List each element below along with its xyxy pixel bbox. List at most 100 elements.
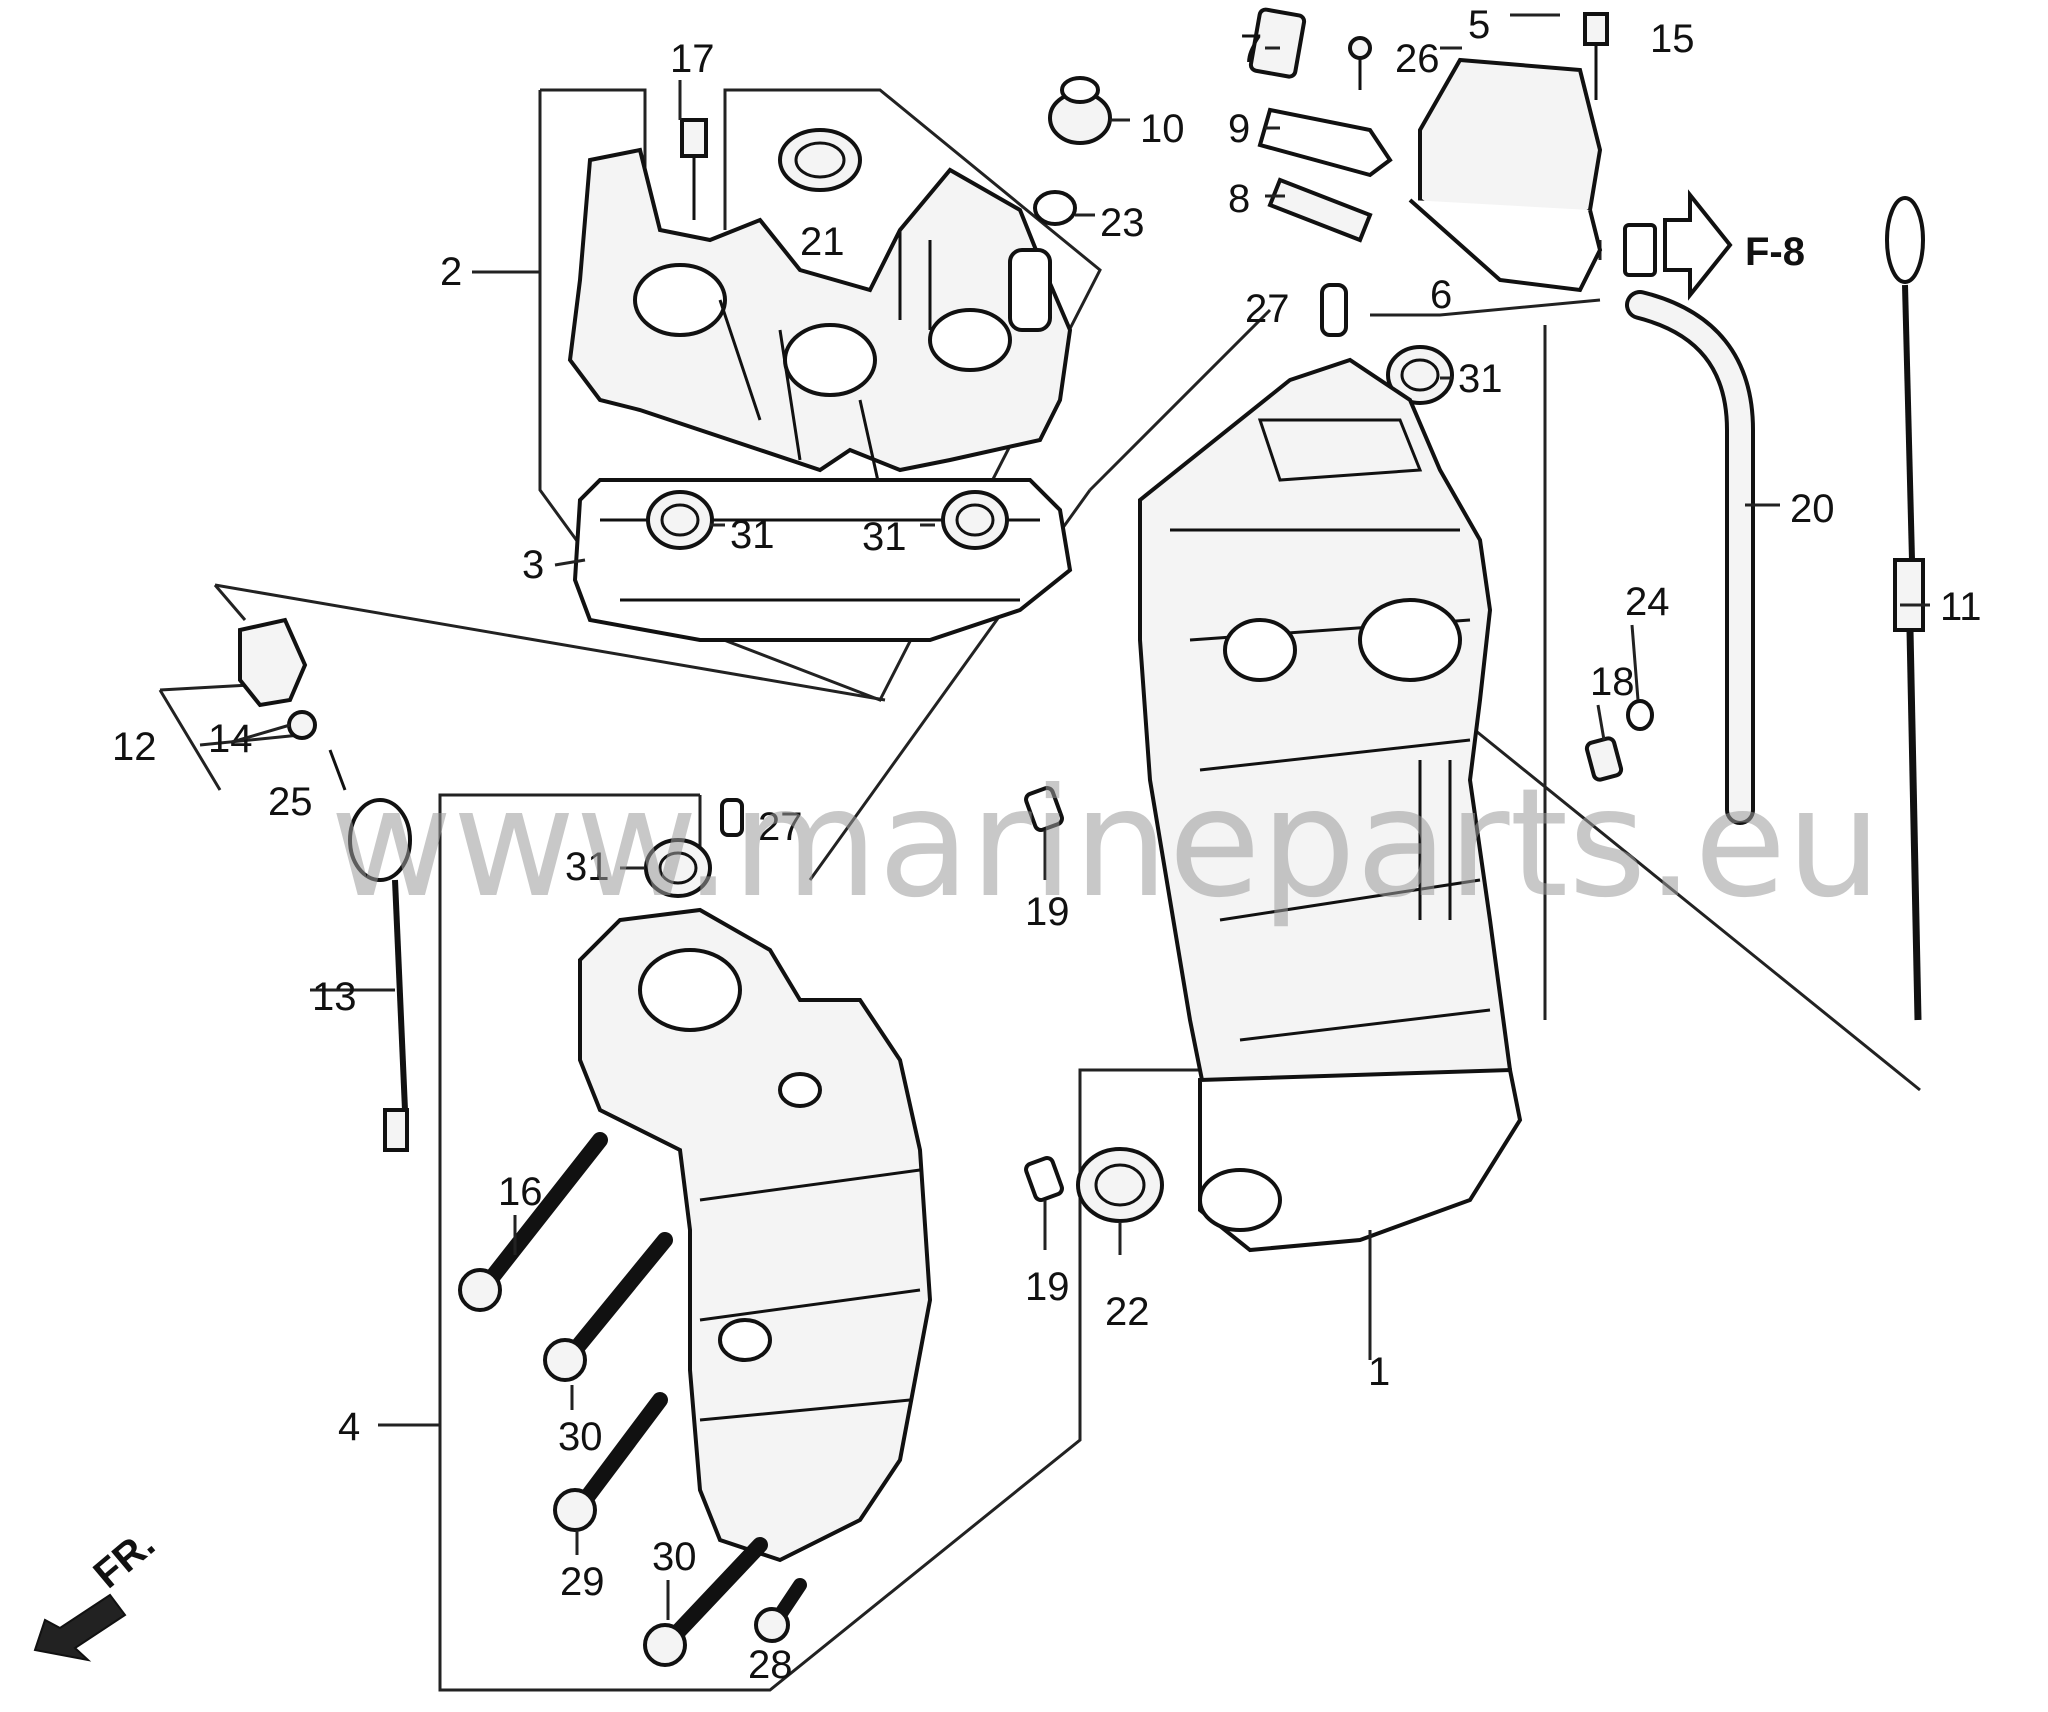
bolt-28-head <box>754 1607 790 1643</box>
bracket-line-12d <box>158 689 222 791</box>
dowel-18 <box>1584 736 1624 782</box>
dowel-19a <box>1024 786 1064 832</box>
arrow-right-icon <box>1663 189 1733 301</box>
label-19a: 19 <box>1025 890 1070 934</box>
seal-22-outer <box>1076 1147 1164 1223</box>
label-21: 21 <box>800 220 845 264</box>
screw-26-head <box>1348 36 1372 60</box>
leader-24 <box>1630 624 1640 701</box>
breather-plate-8 <box>1267 177 1373 243</box>
bracket-line-14 <box>199 733 301 747</box>
dipstick-11 <box>1885 196 1925 1021</box>
dowel-27a <box>1320 283 1348 337</box>
front-label: FR. <box>86 1522 164 1597</box>
seal-31-a-inner <box>660 503 700 537</box>
seal-31-a <box>646 490 714 550</box>
breather-plate-7 <box>1248 7 1307 79</box>
dipstick-shaft-upper <box>1902 284 1915 561</box>
bolt-30a-shaft <box>567 1232 673 1358</box>
seal-21-inner <box>794 141 846 179</box>
dipstick-shaft-lower <box>1906 629 1922 1021</box>
hose-clip <box>1623 223 1657 277</box>
bracket-line-11 <box>1449 708 1921 1092</box>
leader-3 <box>554 558 586 567</box>
dipstick-ring <box>1885 196 1925 284</box>
seal-22 <box>1076 1147 1164 1223</box>
bolts-lower <box>458 1132 807 1667</box>
cap-13 <box>348 798 412 882</box>
label-31c: 31 <box>1458 357 1503 401</box>
seal-31-d-inner <box>658 851 698 885</box>
label-8: 8 <box>1228 177 1250 221</box>
screw-25 <box>328 749 347 791</box>
bolt-29-head <box>553 1488 597 1532</box>
bracket-line-1a <box>1370 298 1601 317</box>
bracket-line-27a <box>1088 308 1272 492</box>
label-30b: 30 <box>652 1535 697 1579</box>
label-23: 23 <box>1100 201 1145 245</box>
lower-cover-body <box>578 907 933 1563</box>
lower-cover-port-2 <box>778 1072 822 1108</box>
label-10: 10 <box>1140 107 1185 151</box>
seal-31-c <box>1386 345 1454 405</box>
label-13: 13 <box>312 975 357 1019</box>
bolt-30b-shaft <box>667 1537 768 1643</box>
bolt-17 <box>680 118 708 220</box>
bracket-line-12a <box>214 583 886 702</box>
label-2: 2 <box>440 250 462 294</box>
group-lines <box>158 88 1921 1692</box>
label-26: 26 <box>1395 37 1440 81</box>
washer-24 <box>1626 699 1654 731</box>
o-ring-23 <box>1033 190 1077 226</box>
label-15: 15 <box>1650 17 1695 61</box>
watermark: www.marineparts.eu <box>330 757 1882 931</box>
bracket-line-12b <box>213 584 247 621</box>
ref-arrow-f8: F-8 <box>1663 189 1805 301</box>
crankcase-top-port <box>1257 418 1423 482</box>
head-cover-ribs <box>718 230 932 491</box>
seals-31 <box>644 345 1454 898</box>
label-6: 6 <box>1430 273 1452 317</box>
crankcase-bore-left <box>1223 618 1297 682</box>
breather-seal-9 <box>1257 107 1393 178</box>
label-29: 29 <box>560 1560 605 1604</box>
dowel-19b <box>1024 1156 1064 1202</box>
label-9: 9 <box>1228 107 1250 151</box>
crankcase-bore-upper <box>1358 598 1462 682</box>
bolt-30b-head <box>643 1623 687 1667</box>
seal-31-c-inner <box>1400 358 1440 392</box>
ref-label-f8: F-8 <box>1745 230 1805 274</box>
leader-14b <box>231 723 291 744</box>
label-31d: 31 <box>565 845 610 889</box>
crankcase-ribs <box>1170 528 1491 1042</box>
lower-cover-4 <box>578 907 933 1563</box>
head-cover-boss-right <box>928 308 1012 372</box>
lower-cover-port-1 <box>718 1318 772 1362</box>
label-31b: 31 <box>862 515 907 559</box>
bolt-29-shaft <box>577 1392 668 1508</box>
seal-21 <box>778 128 862 192</box>
breather-assembly <box>1248 7 1609 293</box>
label-1: 1 <box>1368 1350 1390 1394</box>
head-cover-body <box>567 147 1073 473</box>
seal-22-inner <box>1094 1163 1146 1207</box>
label-31a: 31 <box>730 513 775 557</box>
label-12: 12 <box>112 725 157 769</box>
dipstick-plug <box>1893 558 1925 632</box>
bolt-16-shaft <box>482 1132 608 1288</box>
label-stubs <box>231 46 1640 1620</box>
hose-20 <box>1625 290 1755 825</box>
leaders <box>310 13 1930 1427</box>
label-24: 24 <box>1625 580 1670 624</box>
bolt-15-head <box>1583 12 1609 46</box>
seal-31-b-inner <box>955 503 995 537</box>
washer-14 <box>287 710 317 740</box>
lower-cover-bore <box>638 948 742 1032</box>
connector-13 <box>383 1108 409 1152</box>
label-20: 20 <box>1790 487 1835 531</box>
head-cover-boss-left <box>633 263 727 337</box>
label-19b: 19 <box>1025 1265 1070 1309</box>
bolt-17-head <box>680 118 708 158</box>
leader-18 <box>1596 704 1606 741</box>
